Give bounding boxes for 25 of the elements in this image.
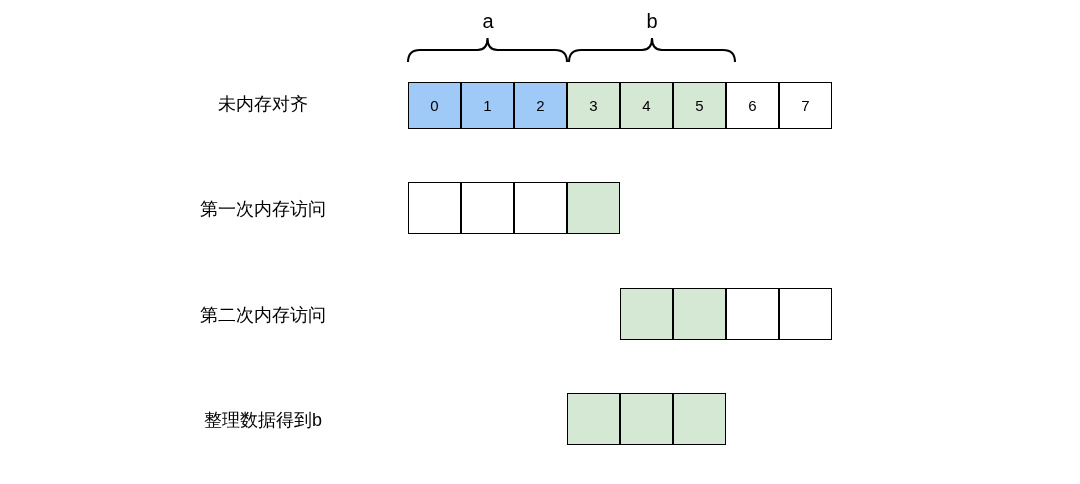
memory-cell [567, 393, 620, 445]
brace-label: b [646, 10, 658, 33]
memory-cell: 3 [567, 82, 620, 129]
row-label: 第二次内存访问 [200, 304, 326, 327]
row-label: 整理数据得到b [204, 409, 322, 432]
memory-cell [408, 182, 461, 234]
memory-cell [620, 393, 673, 445]
memory-cell: 0 [408, 82, 461, 129]
memory-cell: 5 [673, 82, 726, 129]
memory-cell: 7 [779, 82, 832, 129]
row-label: 第一次内存访问 [200, 198, 326, 221]
memory-cell [673, 288, 726, 340]
memory-cell: 1 [461, 82, 514, 129]
row-label: 未内存对齐 [218, 93, 308, 116]
memory-cell [567, 182, 620, 234]
memory-cell: 2 [514, 82, 567, 129]
memory-cell [620, 288, 673, 340]
memory-cell [673, 393, 726, 445]
memory-cell [461, 182, 514, 234]
memory-cell [726, 288, 779, 340]
memory-cell [779, 288, 832, 340]
memory-cell [514, 182, 567, 234]
memory-cell: 6 [726, 82, 779, 129]
brace-label: a [482, 10, 494, 33]
memory-cell: 4 [620, 82, 673, 129]
